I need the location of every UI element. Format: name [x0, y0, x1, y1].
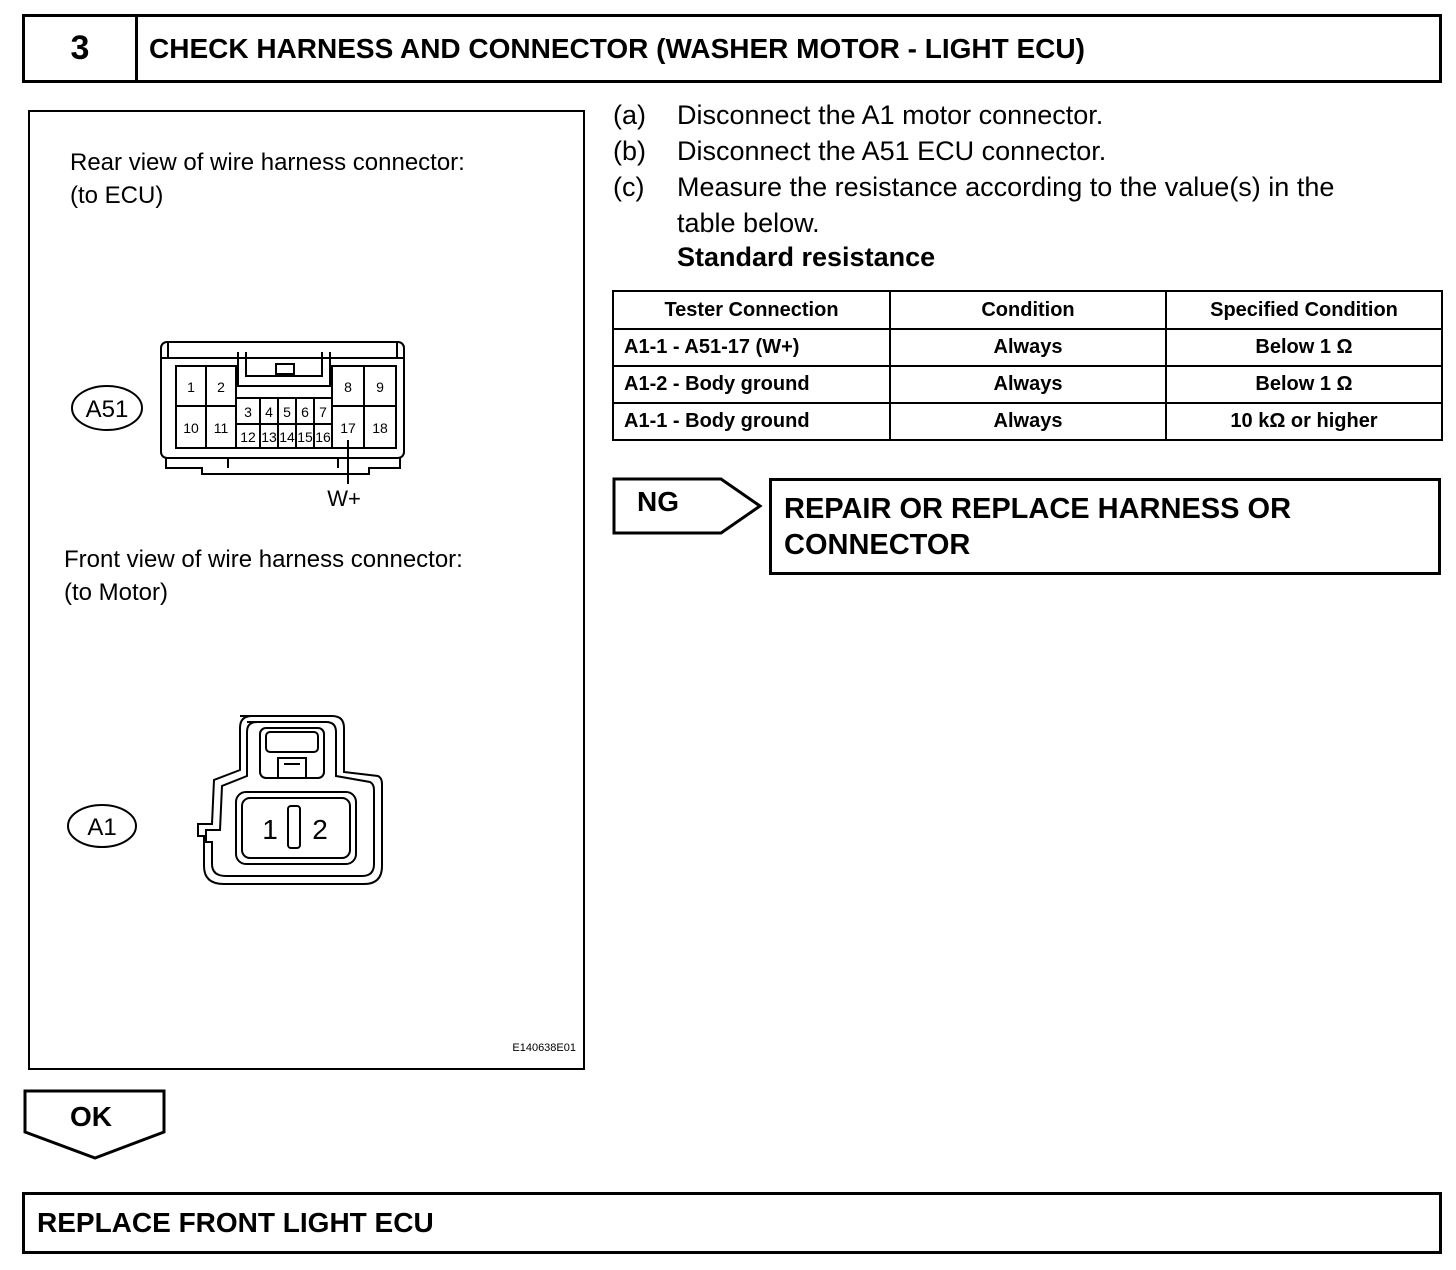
ecu-pin: 12	[240, 429, 256, 445]
ecu-pin: 4	[265, 404, 273, 420]
standard-resistance-label: Standard resistance	[677, 242, 936, 272]
final-action-text: REPLACE FRONT LIGHT ECU	[37, 1207, 434, 1238]
motor-caption-line1: Front view of wire harness connector:	[64, 546, 463, 573]
ecu-connector-diagram: A51 1 2 3 4 5 6 7 8 9 10 11 12 13 14 15 …	[71, 341, 405, 511]
step-text: Measure the resistance according to the …	[677, 172, 1335, 202]
ecu-pin: 6	[301, 404, 309, 420]
ecu-pin: 2	[217, 379, 225, 395]
ecu-pin: 16	[315, 429, 331, 445]
motor-connector-diagram: A1 1 2	[67, 715, 383, 885]
ecu-pin: 18	[372, 420, 388, 436]
ecu-connector-id: A51	[86, 396, 129, 423]
ecu-pin: 15	[297, 429, 313, 445]
ng-action-line: REPAIR OR REPLACE HARNESS OR	[784, 493, 1292, 525]
table-cell: A1-2 - Body ground	[612, 365, 891, 404]
ecu-pin: 14	[279, 429, 295, 445]
step-number: 3	[25, 17, 138, 80]
final-action-box: REPLACE FRONT LIGHT ECU	[22, 1192, 1442, 1254]
ecu-pin: 5	[283, 404, 291, 420]
motor-pin: 1	[262, 814, 278, 845]
table-cell: 10 kΩ or higher	[1165, 402, 1443, 441]
ecu-pin: 3	[244, 404, 252, 420]
step-letter: (a)	[613, 100, 646, 130]
table-row: A1-1 - Body ground Always 10 kΩ or highe…	[612, 402, 1443, 441]
motor-caption-line2: (to Motor)	[64, 579, 169, 606]
table-cell: A1-1 - Body ground	[612, 402, 891, 441]
ecu-pin: 7	[319, 404, 327, 420]
table-row: A1-1 - A51-17 (W+) Always Below 1 Ω	[612, 328, 1443, 367]
motor-connector-id: A1	[87, 814, 116, 841]
table-header: Tester Connection	[612, 290, 891, 330]
connector-figure: Rear view of wire harness connector: (to…	[28, 110, 585, 1070]
ecu-pin: 10	[183, 420, 199, 436]
step-text: Disconnect the A51 ECU connector.	[677, 136, 1107, 166]
step-title: CHECK HARNESS AND CONNECTOR (WASHER MOTO…	[149, 32, 1085, 64]
ecu-pin: 9	[376, 379, 384, 395]
ng-arrow	[612, 477, 763, 535]
ecu-connector-body	[160, 341, 405, 459]
ecu-pin: 1	[187, 379, 195, 395]
table-cell: Always	[889, 402, 1167, 441]
ng-action-line: CONNECTOR	[784, 529, 971, 561]
motor-pin: 2	[312, 814, 328, 845]
figure-code: E140638E01	[512, 1042, 576, 1054]
step-text: table below.	[677, 208, 820, 238]
ecu-connector-id-oval	[71, 385, 143, 431]
ok-arrow	[23, 1089, 166, 1160]
step-letter: (c)	[613, 172, 645, 202]
table-cell: Always	[889, 328, 1167, 367]
step-header: 3 CHECK HARNESS AND CONNECTOR (WASHER MO…	[22, 14, 1442, 83]
step-letter: (b)	[613, 136, 646, 166]
ng-label: NG	[637, 486, 679, 517]
ng-action-box: REPAIR OR REPLACE HARNESS OR CONNECTOR	[769, 478, 1441, 575]
table-cell: Below 1 Ω	[1165, 328, 1443, 367]
ecu-caption-line1: Rear view of wire harness connector:	[70, 149, 465, 176]
ecu-pin: 8	[344, 379, 352, 395]
table-row: A1-2 - Body ground Always Below 1 Ω	[612, 365, 1443, 404]
ecu-pin: 13	[261, 429, 277, 445]
table-cell: A1-1 - A51-17 (W+)	[612, 328, 891, 367]
table-header: Specified Condition	[1165, 290, 1443, 330]
table-header-row: Tester Connection Condition Specified Co…	[612, 290, 1443, 330]
table-cell: Below 1 Ω	[1165, 365, 1443, 404]
ok-label: OK	[70, 1101, 112, 1132]
motor-connector-id-oval	[67, 804, 137, 848]
ecu-caption-line2: (to ECU)	[70, 182, 164, 209]
ecu-pin: 11	[214, 420, 229, 436]
ecu-pin: 17	[340, 420, 356, 436]
w-plus-label: W+	[327, 486, 361, 511]
resistance-table: Tester Connection Condition Specified Co…	[612, 290, 1443, 441]
ng-action-text: REPAIR OR REPLACE HARNESS OR CONNECTOR	[784, 491, 1291, 563]
step-text: Disconnect the A1 motor connector.	[677, 100, 1104, 130]
table-header: Condition	[889, 290, 1167, 330]
table-cell: Always	[889, 365, 1167, 404]
